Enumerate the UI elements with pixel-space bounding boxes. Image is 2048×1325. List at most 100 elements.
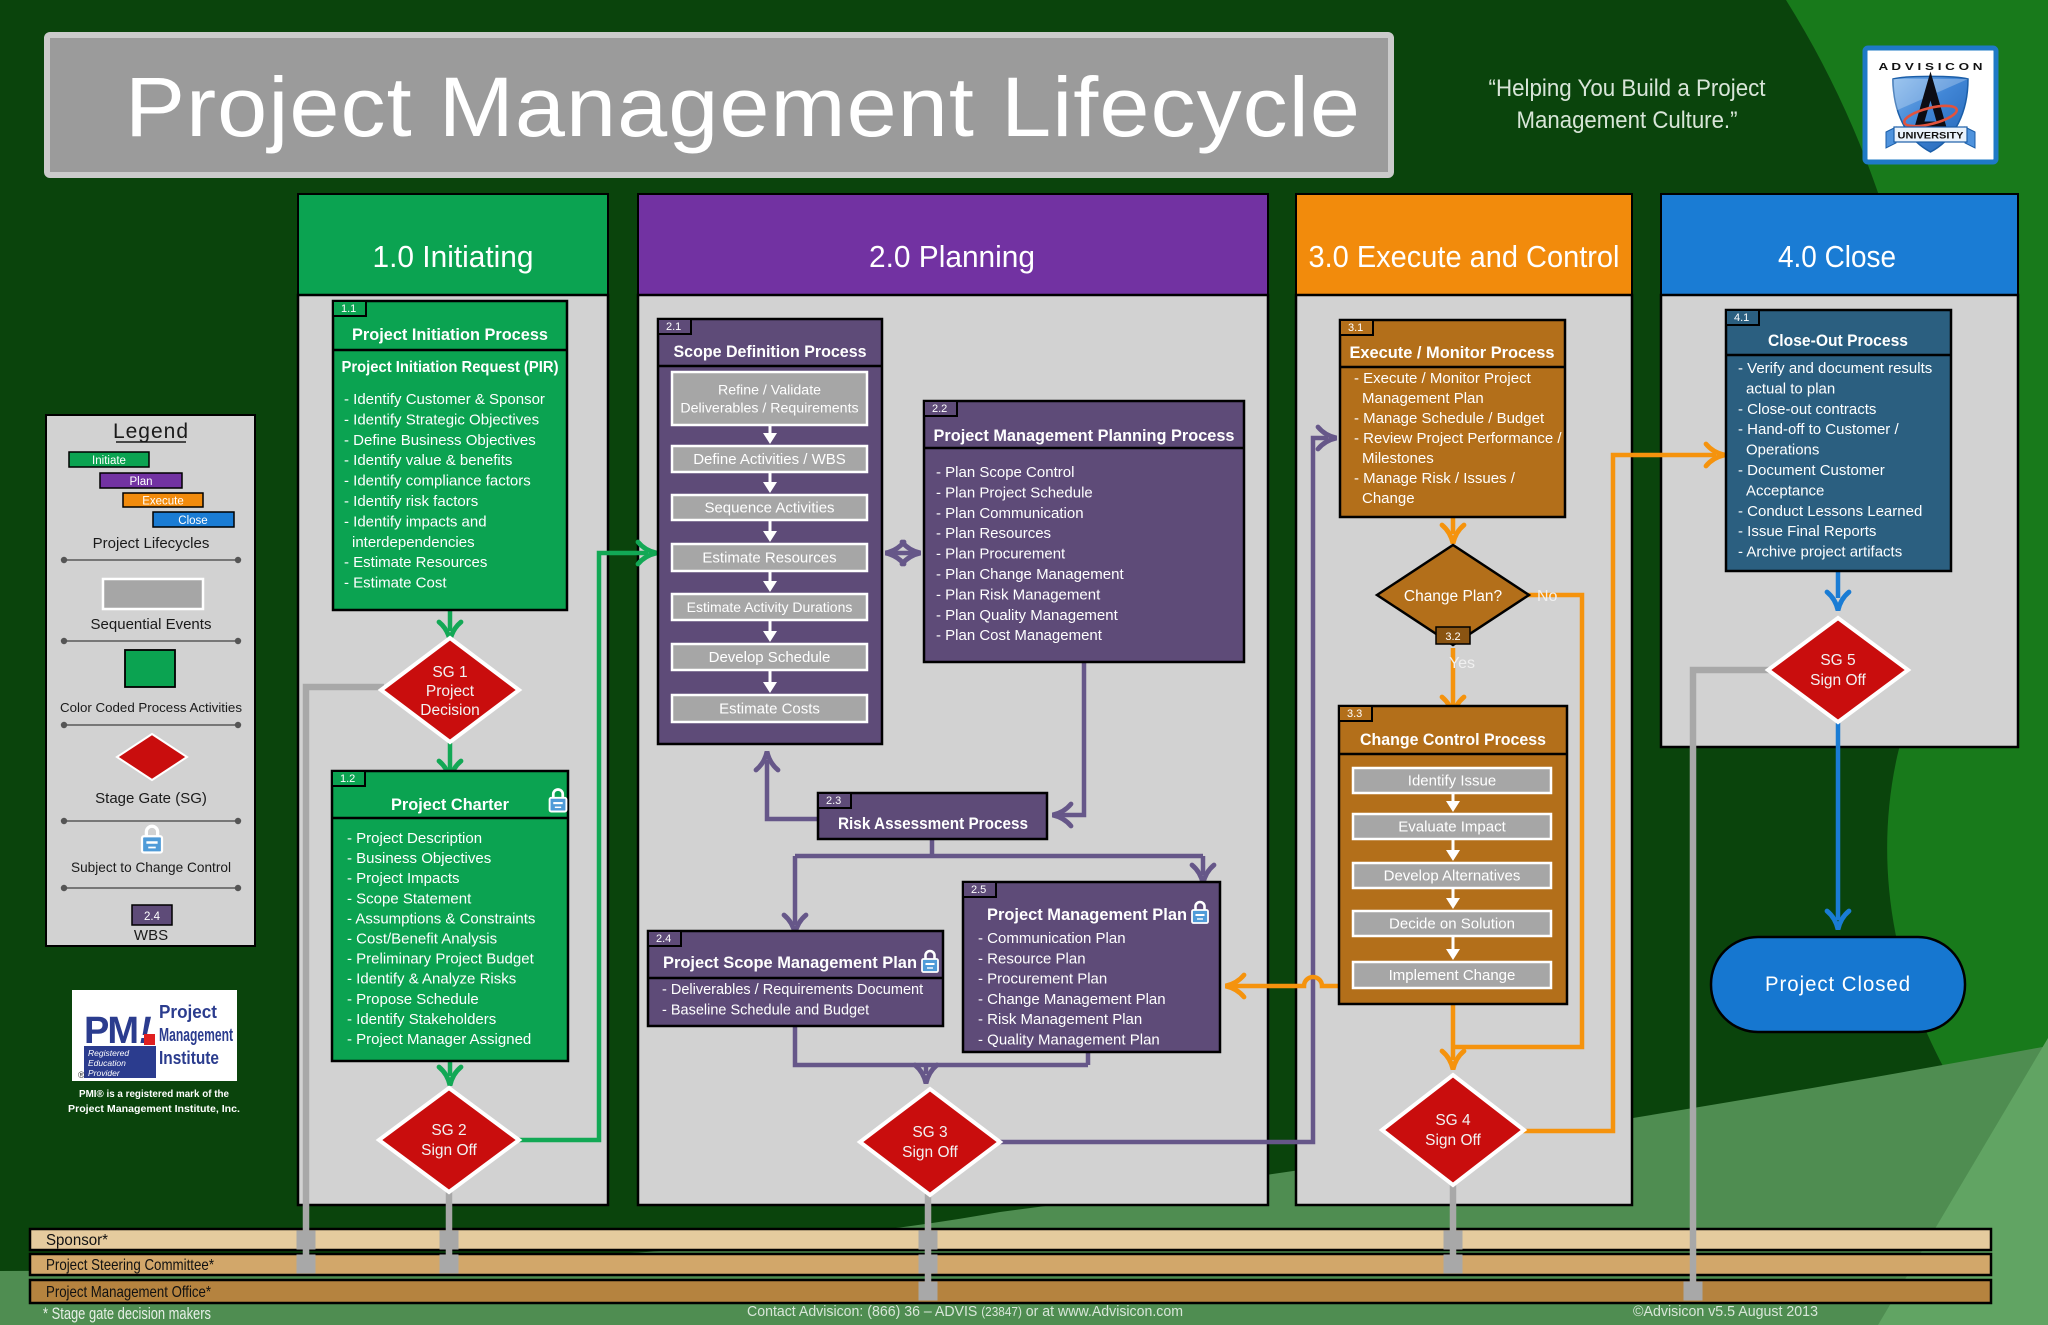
svg-text:Project Charter: Project Charter [391, 795, 509, 814]
svg-text:Deliverables / Requirements: Deliverables / Requirements [680, 401, 858, 417]
svg-text:- Identify impacts and: - Identify impacts and [344, 513, 487, 530]
svg-text:- Change Management Plan: - Change Management Plan [978, 991, 1166, 1008]
svg-text:- Manage Schedule / Budget: - Manage Schedule / Budget [1354, 410, 1545, 427]
svg-text:®: ® [78, 1070, 85, 1080]
svg-text:- Resource Plan: - Resource Plan [978, 950, 1086, 967]
svg-text:- Plan Project Schedule: - Plan Project Schedule [936, 484, 1093, 501]
svg-text:WBS: WBS [134, 927, 168, 944]
svg-text:- Identify Stakeholders: - Identify Stakeholders [347, 1011, 496, 1028]
svg-text:Sign Off: Sign Off [902, 1144, 958, 1161]
svg-text:SG 3: SG 3 [912, 1124, 947, 1141]
svg-text:interdependencies: interdependencies [352, 534, 475, 551]
svg-text:- Define Business Objectives: - Define Business Objectives [344, 432, 536, 449]
svg-text:Close: Close [178, 515, 207, 527]
svg-text:* Stage gate decision makers: * Stage gate decision makers [43, 1304, 211, 1323]
svg-text:Sign Off: Sign Off [1810, 672, 1866, 689]
svg-text:- Assumptions & Constraints: - Assumptions & Constraints [347, 910, 535, 927]
svg-text:Estimate Resources: Estimate Resources [702, 550, 836, 567]
svg-text:- Quality Management Plan: - Quality Management Plan [978, 1032, 1160, 1049]
svg-text:Project Management Office*: Project Management Office* [46, 1284, 211, 1301]
svg-text:2.4: 2.4 [656, 933, 671, 945]
svg-text:- Baseline Schedule and Budget: - Baseline Schedule and Budget [662, 1003, 869, 1019]
svg-text:Project Lifecycles: Project Lifecycles [93, 535, 210, 552]
svg-text:- Plan Cost Management: - Plan Cost Management [936, 627, 1103, 644]
svg-text:Subject to Change Control: Subject to Change Control [71, 859, 231, 875]
svg-text:- Project Manager Assigned: - Project Manager Assigned [347, 1031, 531, 1048]
svg-text:Define Activities / WBS: Define Activities / WBS [693, 451, 846, 468]
svg-text:2.4: 2.4 [144, 911, 161, 923]
svg-text:Project Closed: Project Closed [1765, 973, 1911, 996]
svg-text:- Cost/Benefit Analysis: - Cost/Benefit Analysis [347, 931, 497, 948]
svg-text:3.1: 3.1 [1348, 322, 1363, 334]
svg-text:- Identify value & benefits: - Identify value & benefits [344, 452, 512, 469]
svg-text:PM: PM [84, 1010, 137, 1052]
svg-text:- Plan Quality Management: - Plan Quality Management [936, 607, 1119, 624]
svg-text:Change: Change [1362, 490, 1415, 507]
svg-text:Color Coded Process Activities: Color Coded Process Activities [60, 700, 243, 715]
svg-text:- Review Project Performance /: - Review Project Performance / [1354, 430, 1562, 447]
svg-text:- Hand-off to Customer /: - Hand-off to Customer / [1738, 421, 1899, 438]
svg-text:Contact Advisicon: (866) 36 –: Contact Advisicon: (866) 36 – ADVIS (238… [747, 1303, 1183, 1320]
svg-text:3.0 Execute and Control: 3.0 Execute and Control [1309, 239, 1620, 274]
svg-text:Close-Out Process: Close-Out Process [1768, 332, 1908, 350]
svg-text:Develop Schedule: Develop Schedule [709, 649, 831, 666]
svg-text:Project Steering Committee*: Project Steering Committee* [46, 1257, 214, 1274]
svg-text:Execute / Monitor Process: Execute / Monitor Process [1350, 344, 1555, 362]
svg-text:Initiate: Initiate [92, 455, 126, 467]
svg-text:Acceptance: Acceptance [1746, 482, 1824, 499]
svg-text:Decide on Solution: Decide on Solution [1389, 916, 1515, 933]
svg-text:!: ! [139, 1010, 152, 1052]
svg-text:1.1: 1.1 [341, 303, 356, 315]
svg-text:2.5: 2.5 [971, 884, 986, 896]
svg-text:- Deliverables / Requirements: - Deliverables / Requirements Document [662, 982, 923, 998]
svg-text:Decision: Decision [420, 702, 479, 719]
svg-text:2.3: 2.3 [826, 795, 841, 807]
svg-text:actual to plan: actual to plan [1746, 380, 1835, 397]
svg-text:UNIVERSITY: UNIVERSITY [1898, 131, 1965, 142]
svg-text:- Issue Final Reports: - Issue Final Reports [1738, 523, 1876, 540]
svg-text:1.0 Initiating: 1.0 Initiating [373, 239, 534, 274]
svg-text:Implement Change: Implement Change [1389, 967, 1516, 984]
svg-text:- Verify and document results: - Verify and document results [1738, 360, 1932, 377]
svg-text:A D V I S I C O N: A D V I S I C O N [1879, 62, 1983, 73]
svg-text:- Identify & Analyze Risks: - Identify & Analyze Risks [347, 971, 516, 988]
svg-text:Project Management Planning Pr: Project Management Planning Process [934, 426, 1235, 445]
svg-text:Management: Management [159, 1025, 233, 1045]
svg-text:2.1: 2.1 [666, 321, 681, 333]
svg-text:Sponsor*: Sponsor* [46, 1232, 108, 1249]
svg-text:4.0 Close: 4.0 Close [1778, 239, 1896, 274]
svg-text:PMI® is a registered mark of t: PMI® is a registered mark of the [79, 1088, 229, 1100]
svg-text:Risk Assessment Process: Risk Assessment Process [838, 815, 1028, 833]
svg-text:- Identify compliance factors: - Identify compliance factors [344, 473, 531, 490]
svg-text:Sequence Activities: Sequence Activities [704, 500, 834, 517]
svg-text:- Conduct Lessons Learned: - Conduct Lessons Learned [1738, 503, 1922, 520]
svg-text:Project Management Plan: Project Management Plan [987, 906, 1187, 924]
svg-text:Estimate Costs: Estimate Costs [719, 701, 820, 718]
svg-text:Project: Project [426, 683, 475, 700]
svg-text:- Business Objectives: - Business Objectives [347, 850, 491, 867]
svg-text:Plan: Plan [129, 476, 152, 488]
svg-text:Operations: Operations [1746, 442, 1819, 459]
svg-text:- Scope Statement: - Scope Statement [347, 890, 472, 907]
svg-text:- Plan Procurement: - Plan Procurement [936, 546, 1066, 563]
svg-text:- Manage Risk / Issues /: - Manage Risk / Issues / [1354, 470, 1516, 487]
svg-text:- Archive project artifacts: - Archive project artifacts [1738, 544, 1902, 561]
svg-text:Execute: Execute [142, 496, 184, 508]
svg-text:4.1: 4.1 [1734, 312, 1749, 324]
svg-text:Identify Issue: Identify Issue [1408, 773, 1496, 790]
svg-text:SG 2: SG 2 [431, 1122, 466, 1139]
svg-text:Milestones: Milestones [1362, 450, 1434, 467]
svg-text:- Identify Customer & Sponsor: - Identify Customer & Sponsor [344, 391, 545, 408]
svg-text:Project Management Lifecycle: Project Management Lifecycle [125, 60, 1361, 154]
svg-text:Estimate Activity Durations: Estimate Activity Durations [687, 599, 853, 615]
svg-text:- Document Customer: - Document Customer [1738, 462, 1885, 479]
svg-text:Stage Gate (SG): Stage Gate (SG) [95, 790, 207, 807]
svg-text:Evaluate Impact: Evaluate Impact [1398, 819, 1506, 836]
svg-text:Change Plan?: Change Plan? [1404, 588, 1503, 605]
svg-text:Management Plan: Management Plan [1362, 390, 1484, 407]
svg-text:Management Culture.”: Management Culture.” [1517, 107, 1738, 134]
svg-text:Scope Definition Process: Scope Definition Process [674, 343, 867, 361]
svg-text:Refine / Validate: Refine / Validate [718, 383, 821, 399]
svg-text:- Close-out contracts: - Close-out contracts [1738, 401, 1876, 418]
svg-text:Develop Alternatives: Develop Alternatives [1384, 868, 1521, 885]
